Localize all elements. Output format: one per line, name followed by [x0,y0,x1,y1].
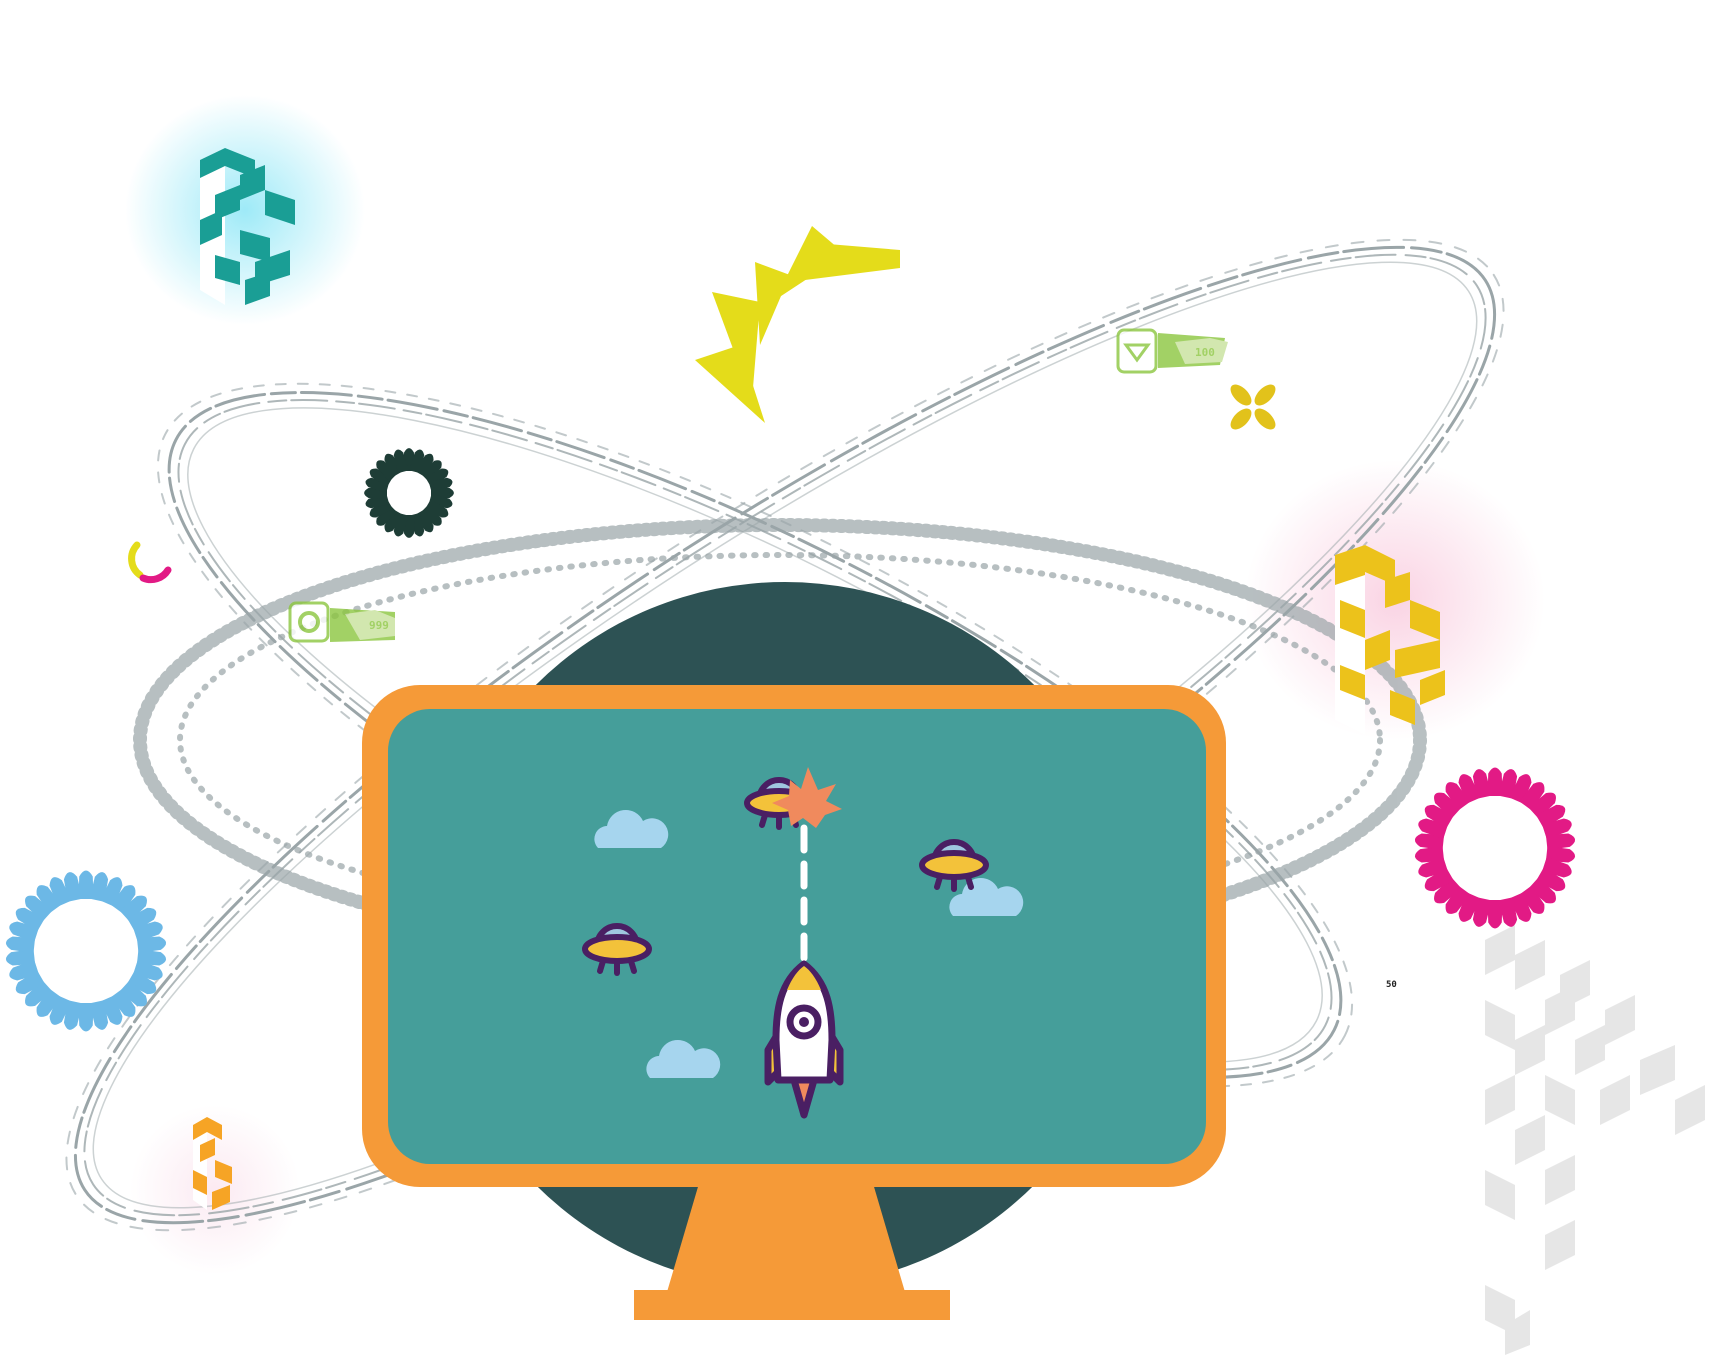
teal-glow [125,95,365,325]
ring-petal [25,895,53,922]
ring-petal [1434,877,1462,904]
ring-petal [1434,792,1462,819]
ring-petal [1414,833,1445,851]
gear-ring-icon [364,448,454,538]
ufo-icon [582,923,652,976]
ring-petal [89,1000,109,1030]
ring-petal [1424,804,1454,829]
ring-petal [369,468,393,487]
coin-badge-icon [288,601,330,643]
cloud-icon [594,809,669,848]
ring-petal [1414,845,1445,863]
ring-petal [9,959,39,981]
ring-petal [420,504,442,526]
ring-petal [127,970,157,995]
ring-petal [1528,877,1556,904]
ring-petal [5,936,36,954]
gem-badge: 100 [1116,328,1228,374]
ring-petal [1519,782,1545,811]
ring-petal [420,460,442,482]
ring-petal [5,948,36,966]
monitor-screen [388,709,1206,1164]
badge-value-right: 100 [1195,346,1215,359]
pixel-block-icon [193,1117,232,1210]
ring-petal [1487,767,1503,796]
ring-petal [1418,856,1448,878]
loader-arc-icon [128,541,172,584]
ring-petal [49,877,72,907]
ring-petal [63,872,83,902]
corner-number: 50 [1386,980,1397,990]
coin-badge: 999 [288,601,395,643]
ring-petal [136,936,167,954]
ring-petal [1424,867,1454,892]
ring-petal [119,980,147,1007]
ring-petal [136,948,167,966]
cloud-icon [949,877,1024,916]
ring-petal [1472,769,1492,799]
pixel-pattern [1485,925,1705,1355]
ring-petal [110,988,136,1017]
ring-petal [15,970,45,995]
ring-petal [1498,897,1518,927]
sparkle-icon [695,226,900,423]
gear-ring-icon [5,870,167,1032]
ring-petal [36,885,62,914]
ring-petal [15,907,45,932]
ring-petal [1509,892,1532,922]
ring-petal [78,1003,94,1032]
ring-petal [1542,818,1572,840]
ring-petal [119,895,147,922]
monitor-stand [634,1180,950,1320]
pixel-block-icon [200,148,295,305]
ring-petal [1528,792,1556,819]
ring-petal [384,509,403,533]
ring-petal [127,907,157,932]
soft-glow [130,1105,300,1275]
ring-petal [376,460,398,482]
ring-petal [25,980,53,1007]
gear-ring-icon [1414,767,1576,929]
ring-petal [1536,804,1566,829]
badge-value-left: 999 [369,619,389,632]
ring-petal [393,449,409,474]
ring-petal [1458,774,1481,804]
ufo-icon [919,839,989,892]
ring-petal [415,453,434,477]
rocket-icon [764,960,844,1119]
ring-petal [100,995,123,1025]
pixel-block-icon [1335,545,1445,735]
ring-petal [1536,867,1566,892]
ring-petal [78,870,94,899]
ring-petal [36,988,62,1017]
ring-petal [1545,833,1576,851]
ring-petal [1519,885,1545,914]
ring-petal [425,499,449,518]
ring-petal [1487,900,1503,929]
ring-petal [110,885,136,914]
clover-icon [1230,384,1276,430]
explosion-icon [772,767,842,828]
ring-petal [1445,782,1471,811]
ring-petal [1445,885,1471,914]
cloud-icon [646,1039,721,1078]
gem-badge-icon [1116,328,1158,374]
ring-petal [133,921,163,943]
ring-petal [376,504,398,526]
ring-petal [1545,845,1576,863]
